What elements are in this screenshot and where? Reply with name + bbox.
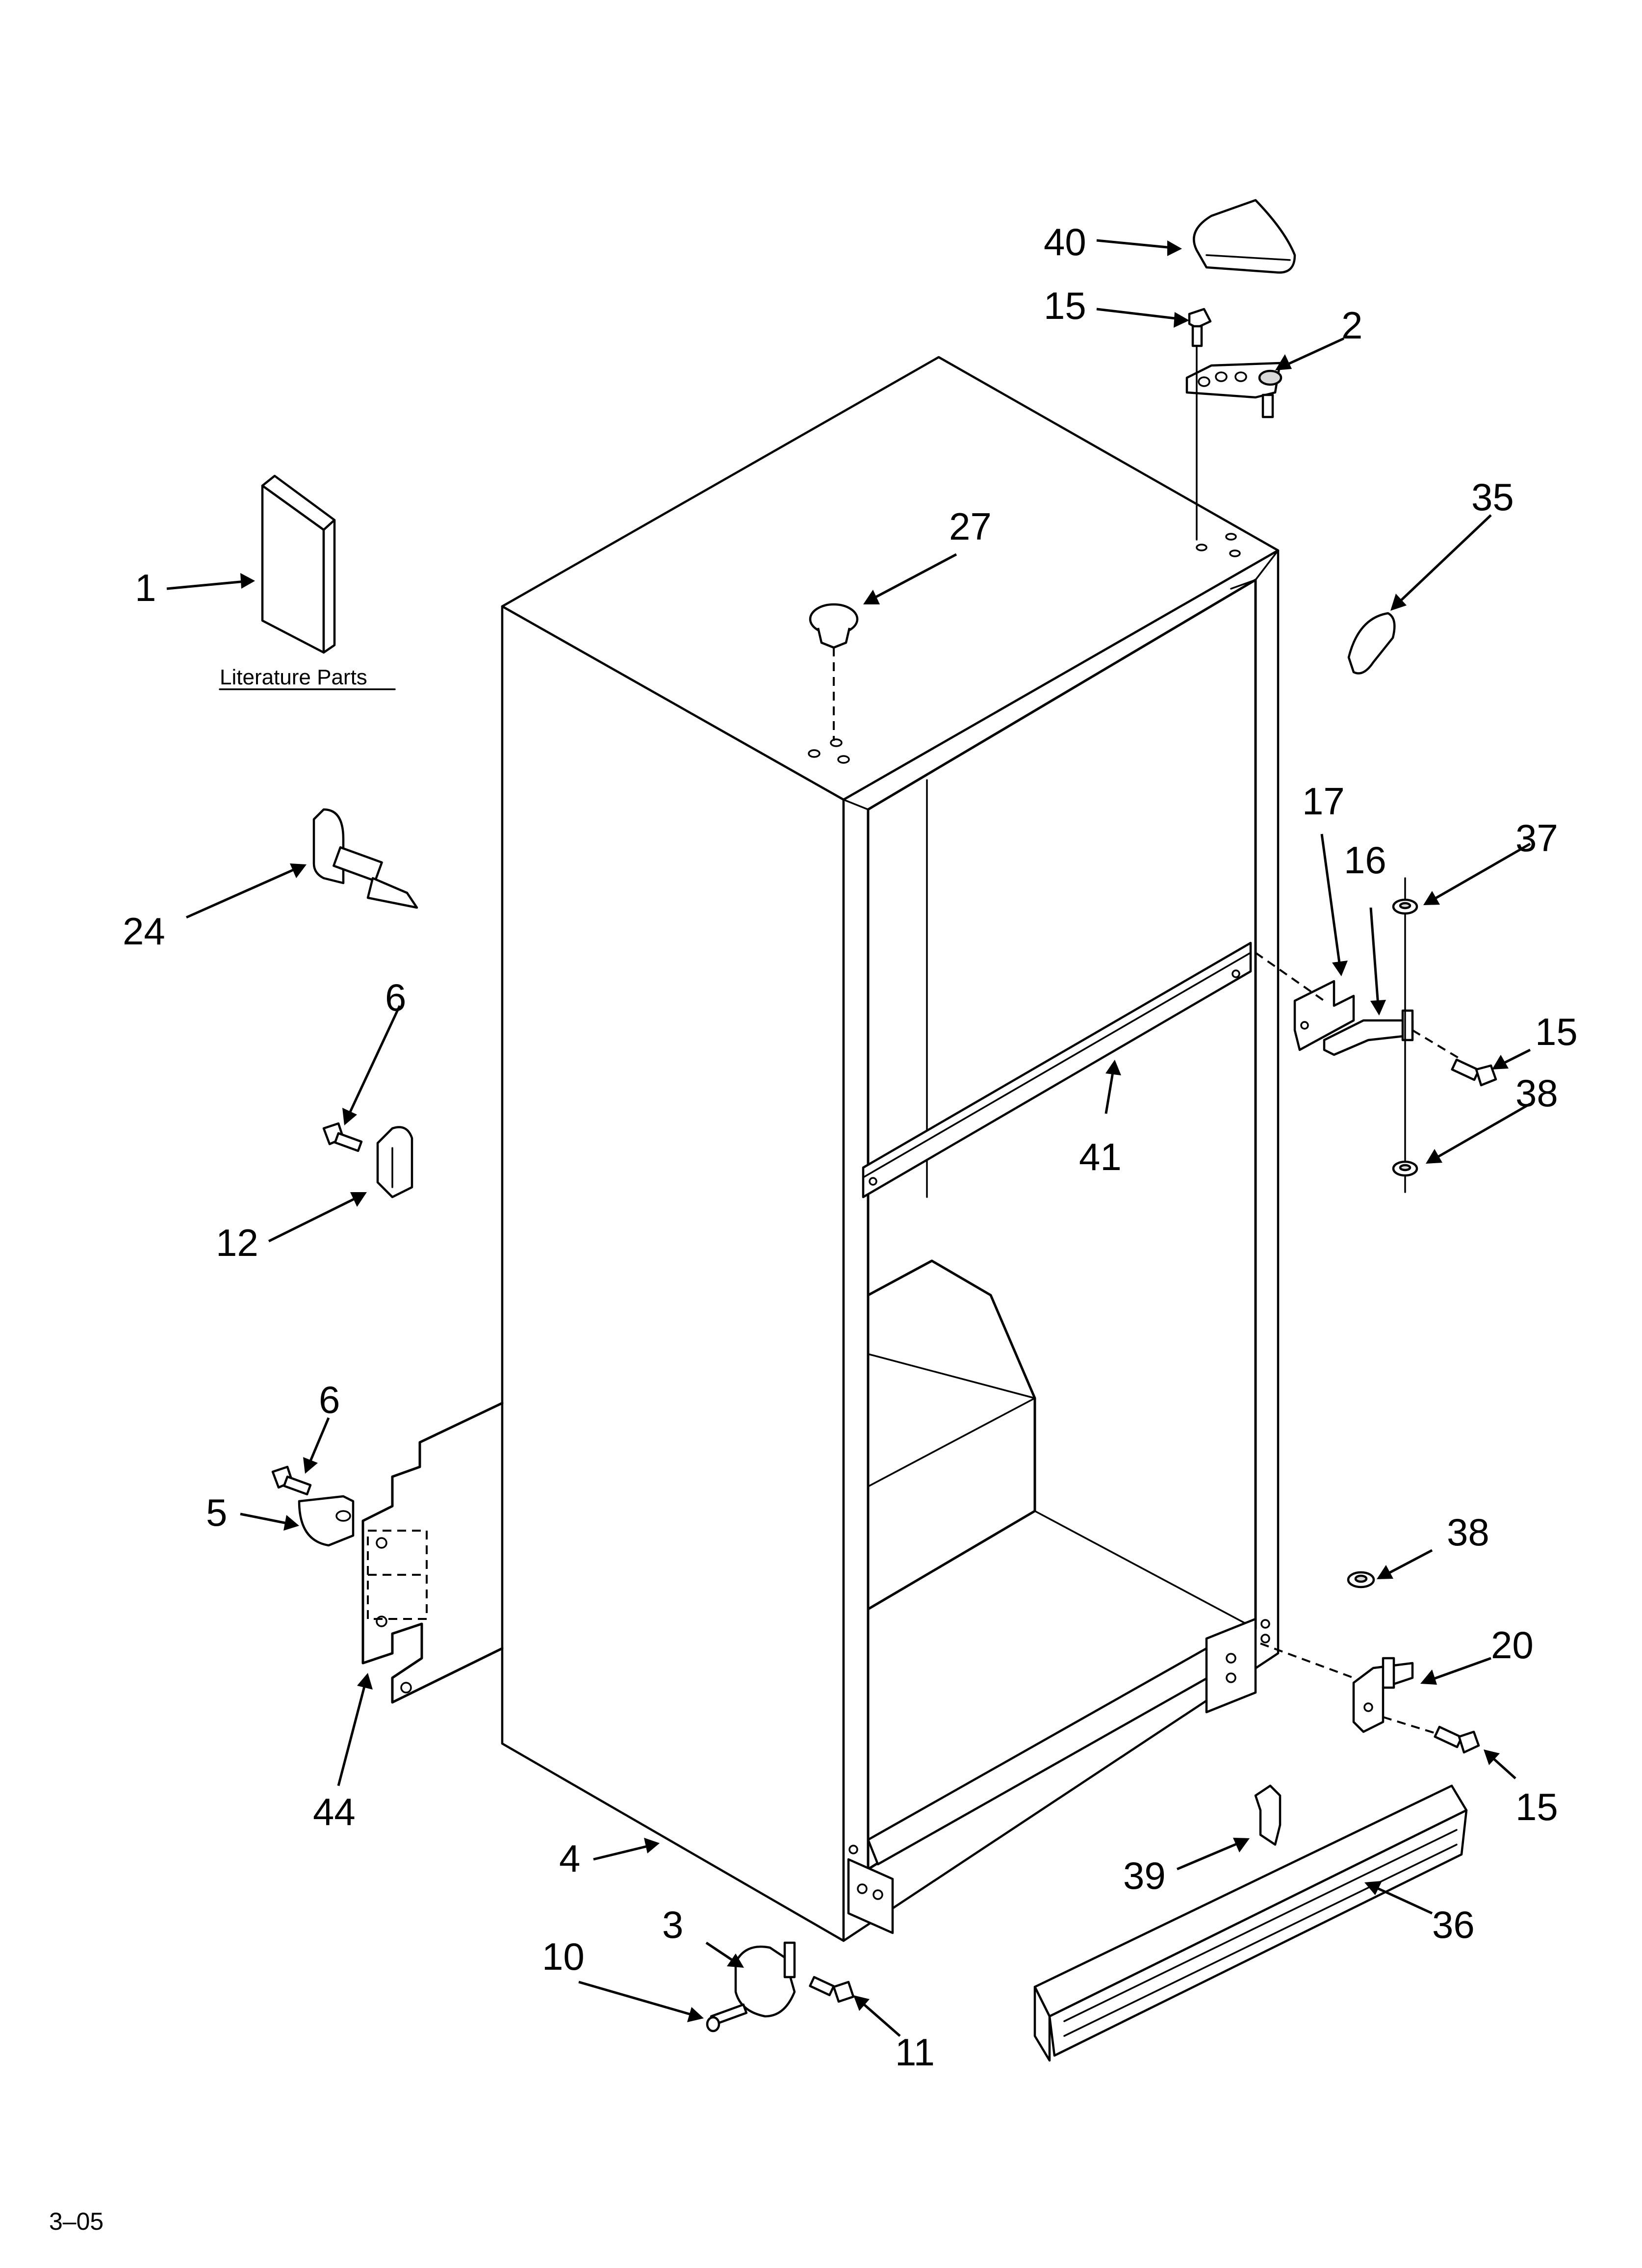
washer-37 (1392, 898, 1418, 915)
screw-11 (809, 1976, 855, 2003)
screw-15-top (1188, 308, 1212, 347)
callout-35: 35 (1471, 475, 1514, 519)
callout-16: 16 (1344, 838, 1386, 882)
washer-38-lower (1347, 1571, 1375, 1589)
callout-11: 11 (895, 2031, 935, 2074)
callout-12: 12 (216, 1221, 258, 1264)
callout-3: 3 (662, 1903, 683, 1946)
callout-10: 10 (542, 1935, 585, 1978)
literature-booklet-1 (261, 474, 336, 654)
plug-27 (809, 603, 859, 649)
callout-39: 39 (1123, 1854, 1166, 1897)
callout-44: 44 (313, 1790, 356, 1833)
part-24 (312, 808, 418, 909)
refrigerator-cabinet (501, 356, 1280, 1942)
callout-15: 15 (1515, 1785, 1558, 1828)
top-hinge-2 (1185, 362, 1283, 418)
callout-17: 17 (1302, 780, 1345, 823)
clamp-5 (298, 1495, 355, 1547)
divider-rail-41 (862, 941, 1252, 1199)
callout-5: 5 (206, 1491, 227, 1534)
bottom-hinge-20 (1352, 1657, 1414, 1733)
callout-41: 41 (1079, 1135, 1122, 1178)
callout-15: 15 (1044, 284, 1086, 327)
footer-code: 3–05 (49, 2208, 103, 2235)
hinge-cover-40 (1193, 199, 1296, 274)
callout-20: 20 (1491, 1623, 1534, 1667)
part-35 (1347, 612, 1396, 675)
callout-38: 38 (1515, 1071, 1558, 1115)
callout-27: 27 (949, 505, 992, 548)
screw-6-lower (271, 1465, 312, 1496)
callout-6: 6 (385, 976, 406, 1019)
screw-15-mid (1451, 1058, 1497, 1087)
leader-lines (166, 239, 1531, 2037)
literature-parts-caption: Literature Parts (220, 665, 367, 689)
callout-labels: 40 15 2 35 27 1 24 17 16 37 15 38 6 41 1… (123, 220, 1578, 2074)
callout-6: 6 (319, 1378, 340, 1421)
bracket-44 (361, 1402, 504, 1704)
toe-grille-36 (1033, 1784, 1468, 2062)
screw-6-upper (322, 1122, 363, 1152)
callout-15: 15 (1535, 1010, 1578, 1053)
callout-37: 37 (1515, 816, 1558, 860)
callout-40: 40 (1044, 220, 1086, 263)
callout-4: 4 (559, 1837, 580, 1880)
screw-15-lower (1434, 1725, 1480, 1754)
callout-1: 1 (135, 566, 156, 609)
pin-10 (706, 2003, 748, 2033)
clip-39 (1254, 1784, 1282, 1846)
clip-12 (376, 1126, 413, 1199)
callout-2: 2 (1341, 304, 1362, 347)
callout-36: 36 (1432, 1903, 1475, 1946)
callout-24: 24 (123, 910, 165, 953)
callout-38: 38 (1447, 1511, 1489, 1554)
washer-38-mid (1392, 1160, 1418, 1177)
bracket-17 (1293, 980, 1355, 1051)
